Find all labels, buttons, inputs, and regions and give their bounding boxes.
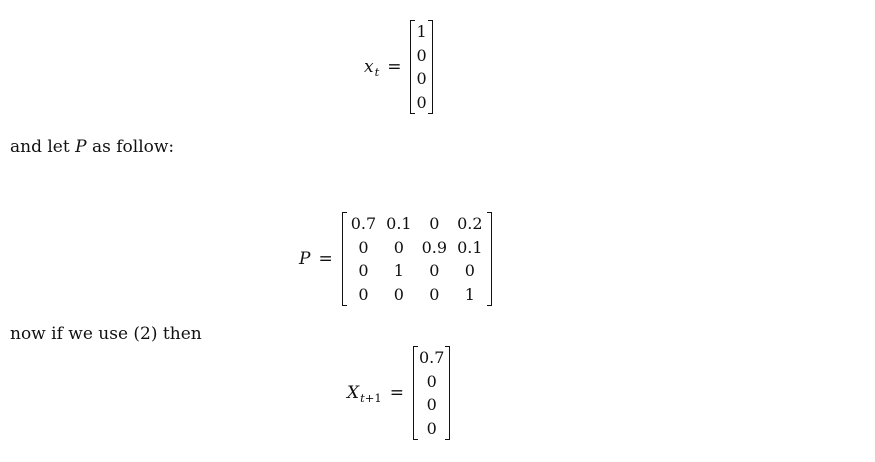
equation-p-lhs: P bbox=[299, 249, 310, 269]
var-p: P bbox=[299, 249, 311, 269]
matrix-row: 0.7 0.1 0 0.2 bbox=[346, 212, 488, 236]
matrix-cell: 0 bbox=[358, 261, 369, 280]
var-p: P bbox=[75, 137, 87, 157]
matrix-cell: 0.9 bbox=[421, 237, 448, 257]
matrix-cell: 0 bbox=[464, 261, 475, 280]
matrix-cell: 0 bbox=[426, 371, 437, 391]
subscript-plus-1: +1 bbox=[364, 391, 382, 405]
paragraph-text: as follow: bbox=[86, 137, 175, 157]
matrix-cell: 0 bbox=[429, 284, 440, 304]
paragraph-let-p: and let P as follow: bbox=[10, 137, 174, 157]
matrix-row: 0 bbox=[414, 44, 428, 68]
matrix-cell: 0 bbox=[416, 69, 427, 88]
equals-sign: = bbox=[387, 57, 402, 77]
equals-sign: = bbox=[318, 249, 333, 269]
paragraph-text: now if we use (2) then bbox=[10, 324, 202, 344]
matrix-cell: 1 bbox=[416, 22, 427, 41]
vector-xt1: 0.7 0 0 0 bbox=[412, 346, 451, 440]
matrix-cell: 0.1 bbox=[386, 214, 412, 233]
matrix-cell: 0.2 bbox=[457, 214, 483, 233]
subscript-t-plus-1: t+1 bbox=[360, 391, 382, 405]
matrix-row: 0 bbox=[417, 417, 446, 441]
matrix-cell: 0 bbox=[429, 261, 440, 280]
matrix-p-table: 0.7 0.1 0 0.2 0 0 0.9 0.1 0 1 0 0 0 0 0 bbox=[346, 212, 488, 306]
equation-p: P = 0.7 0.1 0 0.2 0 0 0.9 0.1 0 1 0 0 bbox=[299, 212, 492, 306]
matrix-cell: 0 bbox=[426, 395, 437, 414]
paragraph-text: and let bbox=[10, 137, 76, 157]
matrix-cell: 0 bbox=[358, 284, 369, 304]
matrix-row: 0 0 0 1 bbox=[346, 283, 488, 307]
subscript-t: t bbox=[374, 65, 380, 79]
matrix-row: 0 1 0 0 bbox=[346, 259, 488, 283]
matrix-cell: 0 bbox=[416, 92, 427, 112]
matrix-row: 0 bbox=[414, 67, 428, 91]
matrix-row: 0 bbox=[417, 370, 446, 394]
matrix-row: 0 0 0.9 0.1 bbox=[346, 236, 488, 260]
matrix-cell: 0 bbox=[416, 45, 427, 65]
vector-xt: 1 0 0 0 bbox=[410, 20, 433, 114]
matrix-row: 0.7 bbox=[417, 346, 446, 370]
vector-xt1-table: 0.7 0 0 0 bbox=[417, 346, 446, 440]
matrix-p: 0.7 0.1 0 0.2 0 0 0.9 0.1 0 1 0 0 0 0 0 bbox=[341, 212, 492, 306]
matrix-row: 1 bbox=[414, 20, 428, 44]
matrix-cell: 0 bbox=[393, 284, 404, 304]
matrix-cell: 0 bbox=[429, 214, 440, 233]
matrix-cell: 0 bbox=[393, 237, 404, 257]
matrix-row: 0 bbox=[417, 393, 446, 417]
matrix-cell: 0 bbox=[358, 237, 369, 257]
subscript-t: t bbox=[360, 391, 365, 405]
matrix-cell: 0 bbox=[426, 418, 437, 438]
matrix-cell: 0.7 bbox=[418, 348, 445, 367]
equals-sign: = bbox=[389, 383, 404, 403]
matrix-row: 0 bbox=[414, 91, 428, 115]
var-x: x bbox=[364, 57, 374, 77]
matrix-cell: 1 bbox=[393, 261, 404, 280]
matrix-cell: 0.1 bbox=[457, 237, 483, 257]
matrix-cell: 1 bbox=[464, 284, 475, 304]
paragraph-now-if: now if we use (2) then bbox=[10, 324, 202, 344]
vector-xt-table: 1 0 0 0 bbox=[414, 20, 428, 114]
matrix-cell: 0.7 bbox=[350, 214, 377, 233]
var-x-upper: X bbox=[347, 383, 360, 403]
